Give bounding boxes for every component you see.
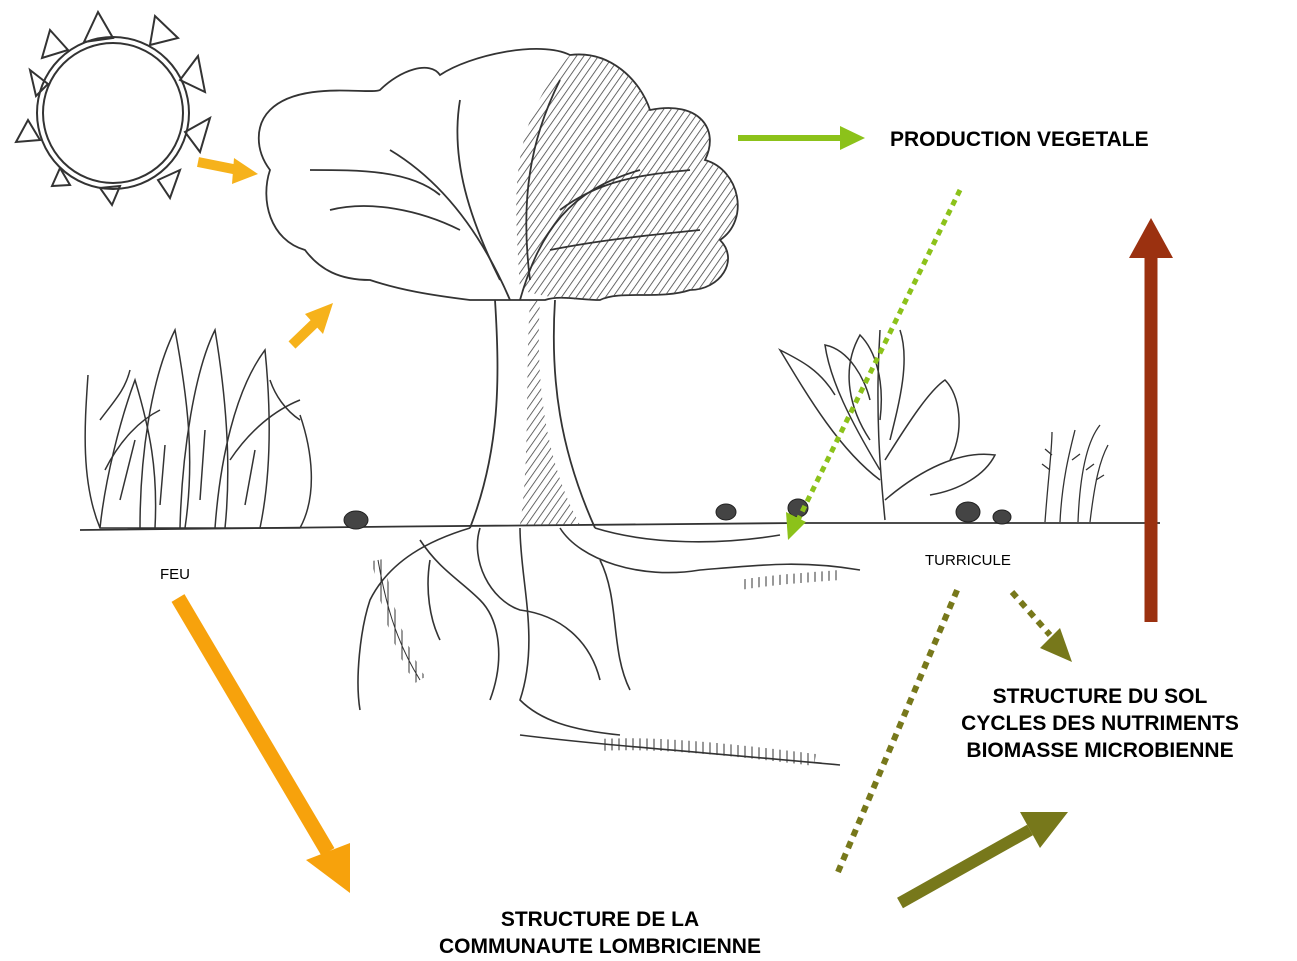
- arrow-community-to-soil: [900, 812, 1068, 903]
- label-structure-de-la: STRUCTURE DE LA: [420, 906, 780, 933]
- label-turricule: TURRICULE: [925, 552, 1011, 569]
- earthworm-icon: [378, 560, 840, 760]
- label-biomasse-microbienne: BIOMASSE MICROBIENNE: [920, 737, 1280, 764]
- label-communaute-lombricienne: COMMUNAUTE LOMBRICIENNE: [420, 933, 780, 960]
- label-community-block: STRUCTURE DE LA COMMUNAUTE LOMBRICIENNE: [420, 906, 780, 960]
- fire-bush-icon: [85, 330, 311, 528]
- label-feu: FEU: [160, 566, 190, 583]
- root-system: [358, 528, 860, 765]
- arrow-soil-to-production: [1129, 218, 1173, 622]
- tree-icon: [259, 49, 738, 528]
- arrow-tree-to-production: [738, 126, 865, 150]
- arrow-feu-to-community: [178, 598, 350, 893]
- label-structure-du-sol: STRUCTURE DU SOL: [920, 683, 1280, 710]
- arrow-fire-to-tree: [292, 303, 333, 345]
- label-cycles-des-nutriments: CYCLES DES NUTRIMENTS: [920, 710, 1280, 737]
- label-soil-block: STRUCTURE DU SOL CYCLES DES NUTRIMENTS B…: [920, 683, 1280, 764]
- arrow-turricule-to-soil: [1012, 592, 1072, 662]
- arrow-sun-to-tree: [198, 158, 258, 184]
- grass-icon: [1042, 425, 1108, 522]
- arrow-production-to-roots: [786, 190, 960, 540]
- sun-icon: [16, 12, 210, 205]
- label-production-vegetale: PRODUCTION VEGETALE: [890, 126, 1149, 153]
